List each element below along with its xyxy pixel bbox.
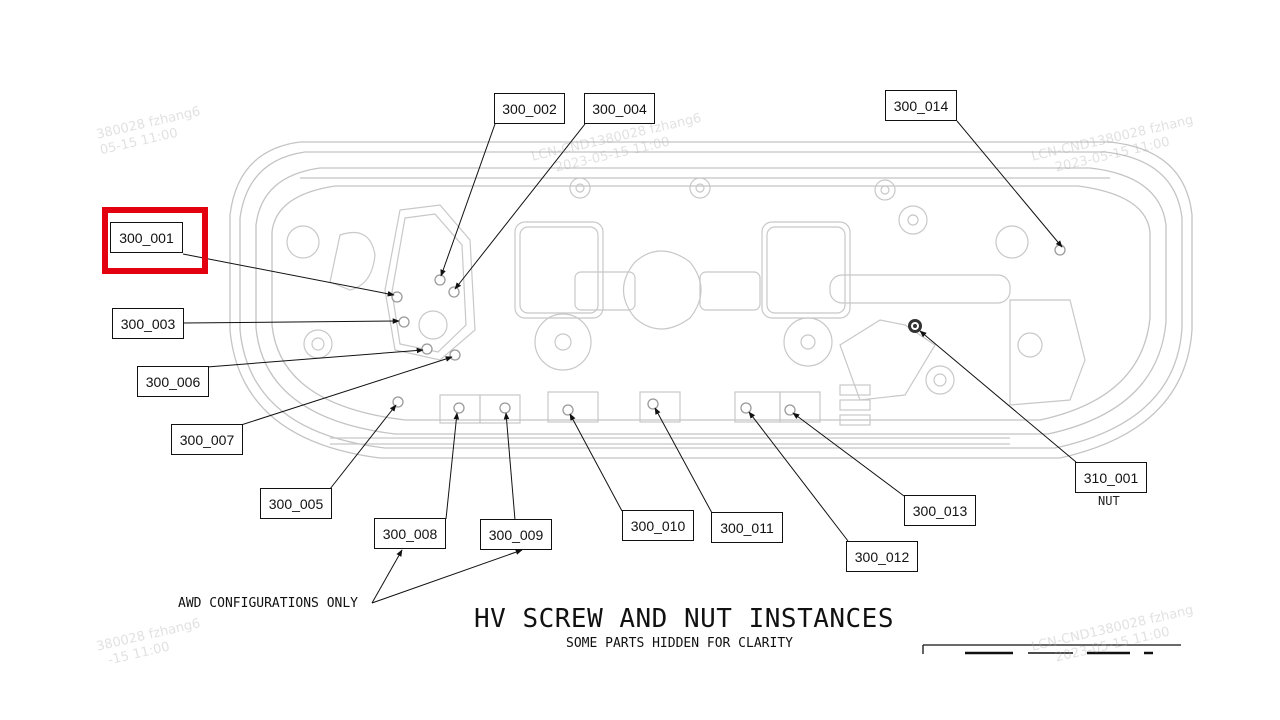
leader-300-014 [956, 120, 1063, 248]
leader-300-013 [792, 412, 905, 497]
callout-300-004[interactable]: 300_004 [584, 93, 655, 124]
callout-300-005[interactable]: 300_005 [260, 488, 332, 519]
leader-awd-to-300-008 [371, 549, 403, 604]
awd-note: AWD CONFIGURATIONS ONLY [178, 596, 359, 611]
leader-300-001 [182, 253, 395, 297]
internal-components [286, 177, 1086, 445]
leader-lines [182, 120, 1077, 604]
callout-300-014[interactable]: 300_014 [885, 90, 957, 121]
callout-310-001-sublabel: NUT [1098, 494, 1120, 508]
leader-300-003 [182, 318, 400, 324]
callout-300-007[interactable]: 300_007 [171, 424, 243, 455]
housing-outline [229, 141, 1193, 459]
leader-300-011 [654, 407, 713, 514]
leader-300-010 [569, 413, 623, 512]
callout-300-002[interactable]: 300_002 [494, 93, 565, 124]
callout-300-009[interactable]: 300_009 [480, 519, 552, 550]
callout-300-008[interactable]: 300_008 [374, 518, 446, 549]
leader-awd-to-300-009 [371, 549, 523, 604]
highlight-frame-300-001 [102, 207, 208, 274]
leader-300-012 [748, 411, 849, 542]
callout-300-012[interactable]: 300_012 [846, 541, 918, 572]
leader-300-007 [240, 356, 453, 426]
leader-300-004 [454, 123, 586, 290]
callout-310-001[interactable]: 310_001 [1075, 462, 1147, 493]
drawing-title: HV SCREW AND NUT INSTANCES [474, 604, 894, 634]
callout-300-003[interactable]: 300_003 [112, 308, 184, 339]
fastener-points [391, 244, 1066, 416]
leader-310-001 [919, 330, 1077, 463]
callout-300-010[interactable]: 300_010 [622, 510, 694, 541]
leader-300-009 [503, 412, 516, 521]
title-block-fragment [922, 644, 1181, 655]
callout-300-011[interactable]: 300_011 [711, 512, 783, 543]
leader-300-005 [329, 404, 397, 490]
callout-300-013[interactable]: 300_013 [904, 495, 976, 526]
leader-300-008 [445, 412, 460, 520]
callout-300-006[interactable]: 300_006 [137, 366, 209, 397]
nut-310-001-marker [908, 319, 922, 333]
leader-300-002 [440, 123, 496, 277]
callout-300-001[interactable]: 300_001 [110, 222, 183, 253]
leader-300-006 [206, 347, 424, 368]
drawing-subtitle: SOME PARTS HIDDEN FOR CLARITY [566, 636, 793, 651]
